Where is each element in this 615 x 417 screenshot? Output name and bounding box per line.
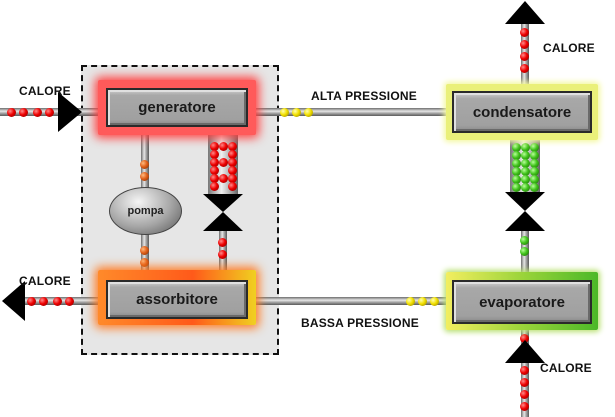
heat-in-label-generator: CALORE bbox=[19, 84, 71, 98]
high-pressure-label: ALTA PRESSIONE bbox=[311, 89, 417, 103]
solution-particle bbox=[210, 158, 219, 167]
evaporator-label: evaporatore bbox=[479, 293, 565, 311]
refrigerant-particle bbox=[520, 236, 529, 245]
refrigerant-particle bbox=[521, 175, 530, 184]
heat-particle bbox=[33, 108, 42, 117]
generator-label: generatore bbox=[138, 99, 216, 116]
heat-particle bbox=[520, 390, 529, 399]
heat-particle bbox=[520, 52, 529, 61]
solution-particle bbox=[228, 166, 237, 175]
refrigerant-particle bbox=[521, 159, 530, 168]
solution-particle bbox=[228, 142, 237, 151]
refrigerant-particle bbox=[530, 167, 539, 176]
solution-particle bbox=[219, 142, 228, 151]
solution-particle bbox=[219, 174, 228, 183]
heat-particle bbox=[39, 297, 48, 306]
refrigerant-particle bbox=[530, 175, 539, 184]
heat-out-arrow-absorber bbox=[2, 281, 25, 321]
heat-particle bbox=[520, 402, 529, 411]
heat-in-arrow-generator bbox=[58, 92, 82, 132]
refrigerant-particle bbox=[521, 183, 530, 192]
high-pressure-pipe bbox=[252, 108, 448, 116]
refrigerant-particle bbox=[512, 143, 521, 152]
solution-particle bbox=[210, 166, 219, 175]
low-pressure-label: BASSA PRESSIONE bbox=[301, 316, 419, 330]
solution-particle bbox=[228, 158, 237, 167]
refrigerant-particle bbox=[521, 143, 530, 152]
vapor-particle bbox=[418, 297, 427, 306]
heat-out-pipe-absorber bbox=[20, 297, 105, 305]
refrigerant-particle bbox=[512, 151, 521, 160]
refrigerant-particle bbox=[530, 183, 539, 192]
refrigerant-particle bbox=[521, 167, 530, 176]
heat-in-arrow-evaporator bbox=[505, 340, 545, 363]
heat-particle bbox=[65, 297, 74, 306]
heat-particle bbox=[19, 108, 28, 117]
solution-particle bbox=[210, 150, 219, 159]
heat-particle bbox=[53, 297, 62, 306]
evaporator-unit: evaporatore bbox=[452, 280, 592, 324]
solution-particle bbox=[228, 182, 237, 191]
heat-particle bbox=[520, 64, 529, 73]
refrigerant-particle bbox=[530, 159, 539, 168]
solution-particle bbox=[218, 238, 227, 247]
expansion-valve-solution-bottom bbox=[203, 212, 243, 231]
vapor-particle bbox=[430, 297, 439, 306]
heat-particle bbox=[520, 334, 529, 343]
solution-particle bbox=[140, 172, 149, 181]
solution-particle bbox=[218, 250, 227, 259]
condenser-label: condensatore bbox=[472, 103, 572, 121]
refrigerant-particle bbox=[530, 151, 539, 160]
heat-particle bbox=[520, 366, 529, 375]
heat-particle bbox=[45, 108, 54, 117]
refrigerant-particle bbox=[512, 183, 521, 192]
solution-particle bbox=[210, 174, 219, 183]
heat-particle bbox=[520, 28, 529, 37]
refrigerant-particle bbox=[520, 247, 529, 256]
vapor-particle bbox=[280, 108, 289, 117]
heat-particle bbox=[520, 378, 529, 387]
solution-particle bbox=[210, 182, 219, 191]
absorber-unit: assorbitore bbox=[106, 280, 248, 319]
heat-out-label-absorber: CALORE bbox=[19, 274, 71, 288]
expansion-valve-solution-top bbox=[203, 194, 243, 212]
refrigerant-particle bbox=[530, 143, 539, 152]
solution-particle bbox=[140, 258, 149, 267]
refrigerant-particle bbox=[521, 151, 530, 160]
heat-out-label-condenser: CALORE bbox=[543, 41, 595, 55]
refrigerant-particle bbox=[512, 175, 521, 184]
vapor-particle bbox=[292, 108, 301, 117]
solution-particle bbox=[219, 158, 228, 167]
low-pressure-pipe bbox=[252, 297, 448, 305]
condenser-unit: condensatore bbox=[452, 91, 592, 133]
solution-particle bbox=[140, 160, 149, 169]
heat-out-arrow-condenser bbox=[505, 1, 545, 24]
pump: pompa bbox=[109, 187, 182, 235]
expansion-valve-refrigerant-top bbox=[505, 192, 545, 211]
solution-particle bbox=[140, 246, 149, 255]
heat-particle bbox=[520, 40, 529, 49]
heat-in-label-evaporator: CALORE bbox=[540, 361, 592, 375]
vapor-particle bbox=[406, 297, 415, 306]
generator-unit: generatore bbox=[106, 88, 248, 127]
solution-particle bbox=[228, 174, 237, 183]
heat-particle bbox=[27, 297, 36, 306]
solution-particle bbox=[228, 150, 237, 159]
solution-particle bbox=[210, 142, 219, 151]
refrigerant-particle bbox=[512, 159, 521, 168]
expansion-valve-refrigerant-bottom bbox=[505, 211, 545, 231]
vapor-particle bbox=[304, 108, 313, 117]
absorber-label: assorbitore bbox=[136, 291, 218, 308]
pump-label: pompa bbox=[127, 205, 164, 217]
heat-particle bbox=[7, 108, 16, 117]
refrigerant-particle bbox=[512, 167, 521, 176]
